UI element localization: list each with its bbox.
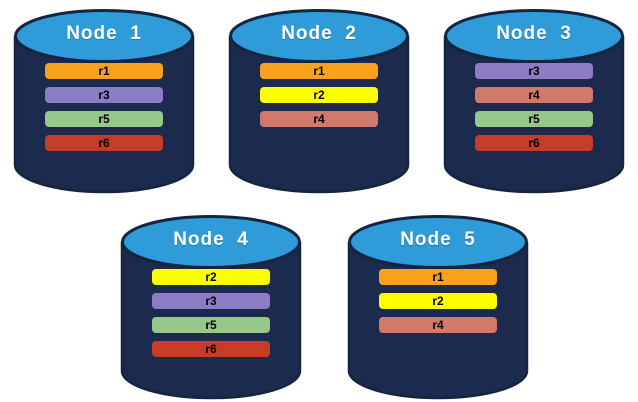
replica-bar-r1: r1: [260, 63, 378, 79]
replica-bar-r6: r6: [475, 135, 593, 151]
node-title: Node 5: [400, 229, 476, 250]
replica-bar-r4: r4: [260, 111, 378, 127]
replica-list: r1 r2 r4: [379, 269, 497, 341]
cylinder-top-ellipse: [348, 215, 528, 269]
replica-bar-r3: r3: [475, 63, 593, 79]
replica-bar-r5: r5: [45, 111, 163, 127]
node-2: Node 2 r1 r2 r4: [228, 6, 410, 196]
cylinder-top-ellipse: [444, 9, 624, 63]
replica-bar-r6: r6: [45, 135, 163, 151]
replica-bar-r3: r3: [152, 293, 270, 309]
replica-bar-r5: r5: [152, 317, 270, 333]
cylinder-top-ellipse: [14, 9, 194, 63]
replica-bar-r4: r4: [379, 317, 497, 333]
node-title: Node 4: [173, 229, 249, 250]
replica-bar-r2: r2: [379, 293, 497, 309]
replica-bar-r1: r1: [45, 63, 163, 79]
node-5: Node 5 r1 r2 r4: [347, 212, 529, 402]
node-title: Node 2: [281, 23, 357, 44]
replica-bar-r1: r1: [379, 269, 497, 285]
replica-bar-r6: r6: [152, 341, 270, 357]
cylinder-top-ellipse: [229, 9, 409, 63]
node-4: Node 4 r2 r3 r5 r6: [120, 212, 302, 402]
node-title: Node 3: [496, 23, 572, 44]
replica-bar-r2: r2: [152, 269, 270, 285]
replica-list: r2 r3 r5 r6: [152, 269, 270, 365]
replica-bar-r3: r3: [45, 87, 163, 103]
node-title: Node 1: [66, 23, 142, 44]
replica-bar-r4: r4: [475, 87, 593, 103]
replica-list: r1 r2 r4: [260, 63, 378, 135]
replica-list: r3 r4 r5 r6: [475, 63, 593, 159]
replica-bar-r2: r2: [260, 87, 378, 103]
node-1: Node 1 r1 r3 r5 r6: [13, 6, 195, 196]
replica-bar-r5: r5: [475, 111, 593, 127]
replica-list: r1 r3 r5 r6: [45, 63, 163, 159]
cylinder-top-ellipse: [121, 215, 301, 269]
node-3: Node 3 r3 r4 r5 r6: [443, 6, 625, 196]
